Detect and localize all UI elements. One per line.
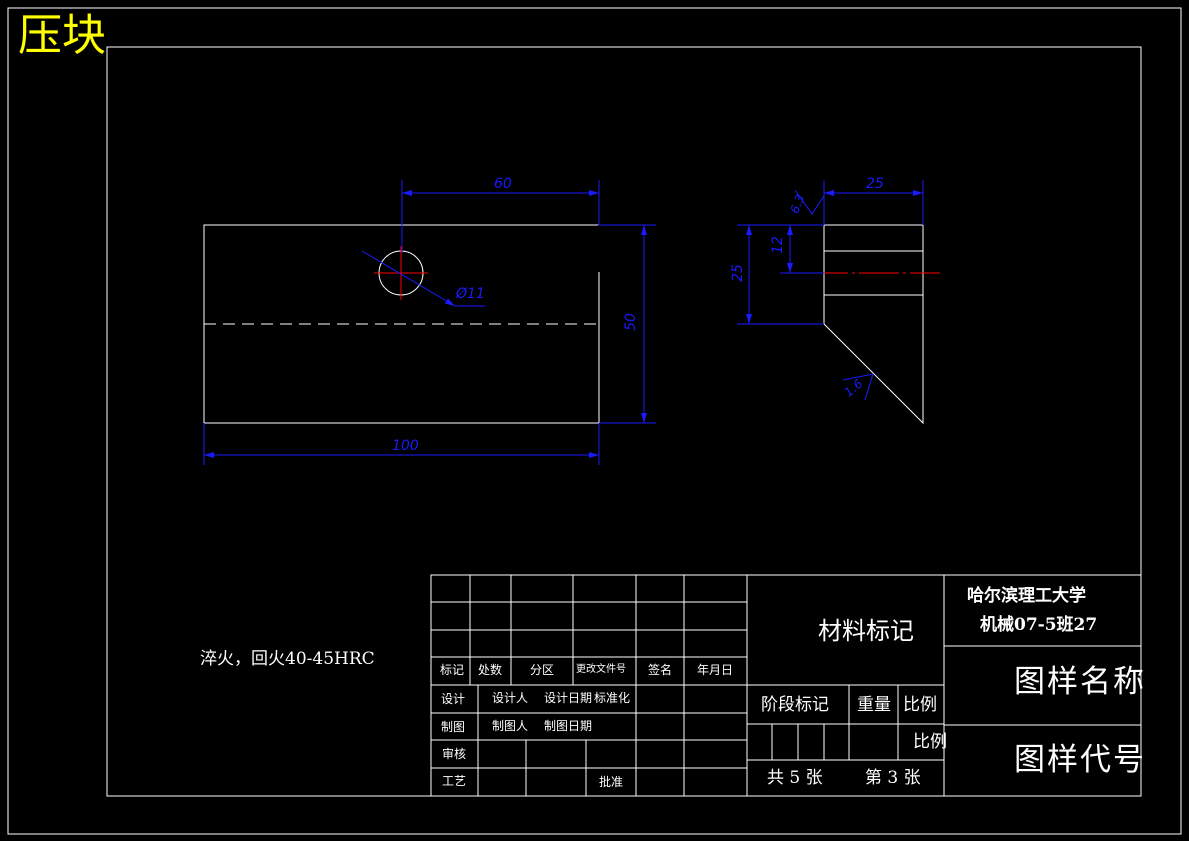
standardization: 标准化 [594,691,631,705]
design-label: 设计 [441,692,466,706]
weight-label: 重量 [857,695,891,715]
revision-header-count: 处数 [478,663,503,677]
revision-header-doc: 更改文件号 [576,664,626,675]
front-view [203,224,600,424]
drawing-code: 图样代号 [1014,742,1146,778]
review-label: 审核 [442,747,467,761]
side-view-dimensions [737,180,924,401]
title-block-grid [430,574,1142,797]
dim-length: 100 [392,438,419,454]
drafting-label: 制图 [441,720,466,734]
sheet-total: 共 5 张 [767,768,823,788]
dim-side-width: 25 [866,176,884,192]
dim-hole-offset: 60 [494,176,512,192]
revision-header-zone: 分区 [530,663,555,677]
roughness-symbol-chamfer [842,373,874,401]
drawing-name: 图样名称 [1014,664,1146,700]
stage-mark: 阶段标记 [761,695,829,715]
scale-value: 比例 [913,732,947,752]
revision-header-signature: 签名 [648,663,673,677]
dim-side-height: 25 [729,264,746,282]
material-mark: 材料标记 [818,617,914,645]
side-view-outline [823,224,924,425]
drafter: 制图人 [492,719,529,733]
scale-label: 比例 [903,695,937,715]
inner-border [106,46,1142,797]
front-view-dimensions [203,180,656,465]
dim-side-hole-height: 12 [769,236,786,254]
outer-border [7,7,1182,835]
approval-label: 批准 [599,775,624,789]
technical-requirement: 淬火，回火40-45HRC [200,649,375,669]
sheet-number: 第 3 张 [865,768,921,788]
page-title: 压块 [18,10,106,61]
process-label: 工艺 [442,774,467,788]
roughness-symbol-top [794,189,825,215]
school-name: 哈尔滨理工大学 [967,586,1086,606]
class-name: 机械07-5班27 [980,615,1098,635]
design-date: 设计日期 [544,691,593,705]
diameter-leader [361,250,456,307]
dim-height: 50 [622,313,639,331]
revision-header-mark: 标记 [440,663,465,677]
designer: 设计人 [492,691,529,705]
revision-header-date: 年月日 [697,663,734,677]
dim-hole-diameter: Ø11 [456,286,485,302]
side-view [808,224,940,425]
draft-date: 制图日期 [544,719,593,733]
